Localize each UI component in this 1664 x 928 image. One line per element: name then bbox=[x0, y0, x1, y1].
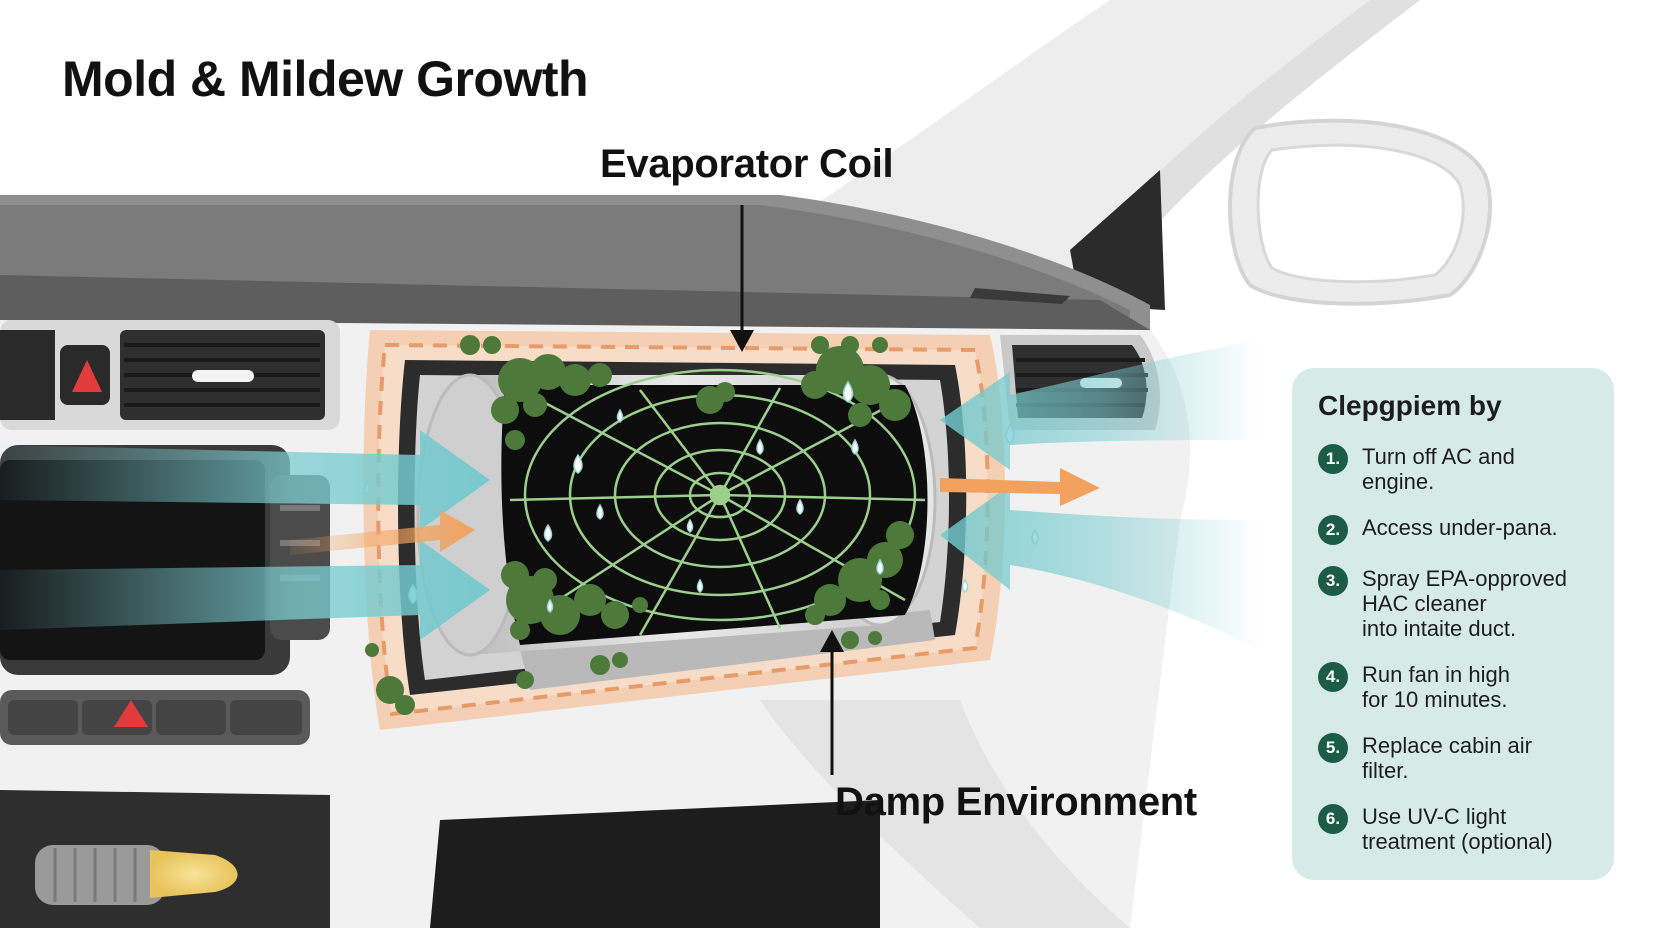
step-item: 2. Access under-pana. bbox=[1318, 515, 1594, 545]
step-text: Access under-pana. bbox=[1362, 515, 1558, 540]
step-item: 4. Run fan in high for 10 minutes. bbox=[1318, 662, 1594, 712]
step-number-badge: 3. bbox=[1318, 566, 1348, 596]
steps-list: 1. Turn off AC and engine. 2. Access und… bbox=[1318, 444, 1594, 854]
step-text: Spray EPA-opproved HAC cleaner into inta… bbox=[1362, 566, 1568, 641]
diagram-title: Mold & Mildew Growth bbox=[62, 51, 589, 107]
hazard-triangle-icon bbox=[72, 360, 102, 392]
step-text: Run fan in high for 10 minutes. bbox=[1362, 662, 1510, 712]
mold-growth bbox=[365, 335, 914, 715]
dashboard-top bbox=[0, 195, 1150, 330]
step-item: 5. Replace cabin air filter. bbox=[1318, 733, 1594, 783]
step-text: Replace cabin air filter. bbox=[1362, 733, 1532, 783]
airflow-arrows bbox=[0, 340, 1260, 650]
lighter-socket bbox=[35, 845, 238, 905]
step-item: 6. Use UV-C light treatment (optional) bbox=[1318, 804, 1594, 854]
cleaning-steps-panel: Clepgpiem by 1. Turn off AC and engine. … bbox=[1292, 368, 1614, 880]
step-number-badge: 2. bbox=[1318, 515, 1348, 545]
panel-heading: Clepgpiem by bbox=[1318, 390, 1502, 421]
step-item: 1. Turn off AC and engine. bbox=[1318, 444, 1594, 494]
hazard-triangle-icon bbox=[114, 700, 148, 727]
step-item: 3. Spray EPA-opproved HAC cleaner into i… bbox=[1318, 566, 1594, 641]
climate-button-bar bbox=[0, 690, 310, 745]
step-text: Turn off AC and engine. bbox=[1362, 444, 1515, 494]
evaporator-coil bbox=[416, 373, 937, 657]
callout-lines bbox=[730, 205, 844, 775]
left-vent-cluster bbox=[0, 320, 340, 430]
evaporator-coil-label: Evaporator Coil bbox=[600, 142, 894, 186]
step-number-badge: 6. bbox=[1318, 804, 1348, 834]
step-text: Use UV-C light treatment (optional) bbox=[1362, 804, 1553, 854]
step-number-badge: 5. bbox=[1318, 733, 1348, 763]
side-mirror bbox=[1070, 118, 1493, 310]
step-number-badge: 1. bbox=[1318, 444, 1348, 474]
step-number-badge: 4. bbox=[1318, 662, 1348, 692]
damp-environment-label: Damp Environment bbox=[835, 780, 1197, 824]
